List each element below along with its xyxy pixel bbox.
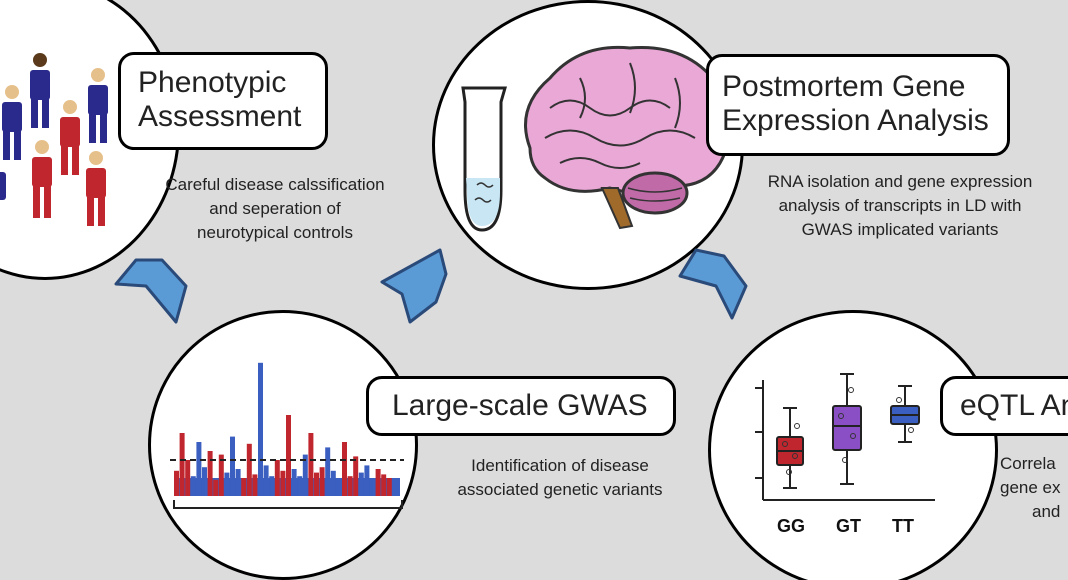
manhattan-bar: [347, 476, 353, 496]
boxplot: [755, 373, 935, 501]
manhattan-bar: [263, 465, 269, 496]
manhattan-bar: [213, 479, 219, 496]
eqtl-description: Correla gene ex and: [1000, 454, 1061, 521]
box-tt: [890, 385, 920, 443]
manhattan-bar: [330, 470, 336, 496]
manhattan-bar: [302, 454, 308, 496]
box-gt: [832, 373, 862, 485]
gwas-circle: [148, 310, 418, 580]
manhattan-bar: [308, 433, 314, 496]
person-icon: [2, 85, 22, 160]
manhattan-bar: [314, 472, 319, 496]
manhattan-plot: [170, 362, 404, 509]
genotype-label-tt: TT: [892, 516, 914, 536]
manhattan-bar: [185, 460, 191, 496]
phenotypic-label-box: [118, 52, 328, 150]
gwas-description: Identification of disease associated gen…: [457, 456, 663, 499]
genotype-label-gt: GT: [836, 516, 861, 536]
arrow-icon: [380, 248, 448, 324]
manhattan-bar: [286, 415, 291, 496]
phenotypic-title: Phenotypic Assessment: [138, 66, 302, 133]
box-gg: [776, 407, 804, 489]
manhattan-bar: [291, 469, 297, 496]
manhattan-bar: [358, 472, 364, 496]
manhattan-bar: [386, 478, 392, 496]
manhattan-bar: [325, 447, 331, 496]
manhattan-bar: [179, 433, 185, 496]
person-icon: [0, 172, 6, 200]
person-icon: [30, 53, 50, 128]
eqtl-label-box: [940, 376, 1068, 436]
manhattan-bar: [252, 474, 258, 496]
manhattan-bar: [319, 467, 325, 496]
manhattan-bar: [235, 469, 241, 496]
manhattan-bar: [297, 476, 303, 496]
test-tube-icon: [461, 86, 507, 232]
manhattan-bar: [364, 465, 370, 496]
manhattan-bar: [269, 476, 275, 496]
manhattan-bar: [353, 456, 359, 496]
manhattan-bar: [207, 451, 213, 496]
manhattan-bar: [280, 470, 286, 496]
manhattan-bar: [174, 470, 179, 496]
postmortem-label-box: [706, 54, 1010, 156]
person-icon: [88, 68, 108, 143]
manhattan-bar: [336, 478, 342, 496]
manhattan-bar: [190, 476, 196, 496]
genome-bracket: [173, 500, 403, 509]
person-icon: [32, 140, 52, 218]
manhattan-bar: [230, 436, 235, 496]
person-icon: [86, 151, 106, 226]
manhattan-bar: [241, 478, 247, 496]
manhattan-bar: [224, 472, 230, 496]
manhattan-bar: [202, 467, 207, 496]
postmortem-description: RNA isolation and gene expression analys…: [767, 172, 1033, 239]
manhattan-bar: [274, 460, 280, 496]
manhattan-bar: [218, 454, 224, 496]
manhattan-bar: [258, 362, 263, 496]
gwas-label-box: [366, 376, 676, 436]
people-group-icon: [0, 53, 108, 226]
person-icon: [60, 100, 80, 175]
manhattan-bar: [381, 474, 387, 496]
gwas-title: Large-scale GWAS: [392, 389, 648, 422]
phenotypic-description: Careful disease calssification and seper…: [165, 175, 385, 242]
manhattan-bar: [375, 469, 381, 496]
eqtl-title: eQTL An: [960, 389, 1068, 422]
manhattan-bar: [246, 443, 252, 496]
postmortem-title: Postmortem Gene Expression Analysis: [722, 70, 989, 137]
manhattan-bar: [342, 442, 347, 496]
manhattan-bar: [370, 479, 375, 496]
brain-icon: [524, 45, 732, 230]
manhattan-bar: [196, 442, 202, 496]
arrow-icon: [114, 258, 188, 324]
arrow-icon: [678, 248, 748, 320]
genotype-label-gg: GG: [777, 516, 806, 536]
